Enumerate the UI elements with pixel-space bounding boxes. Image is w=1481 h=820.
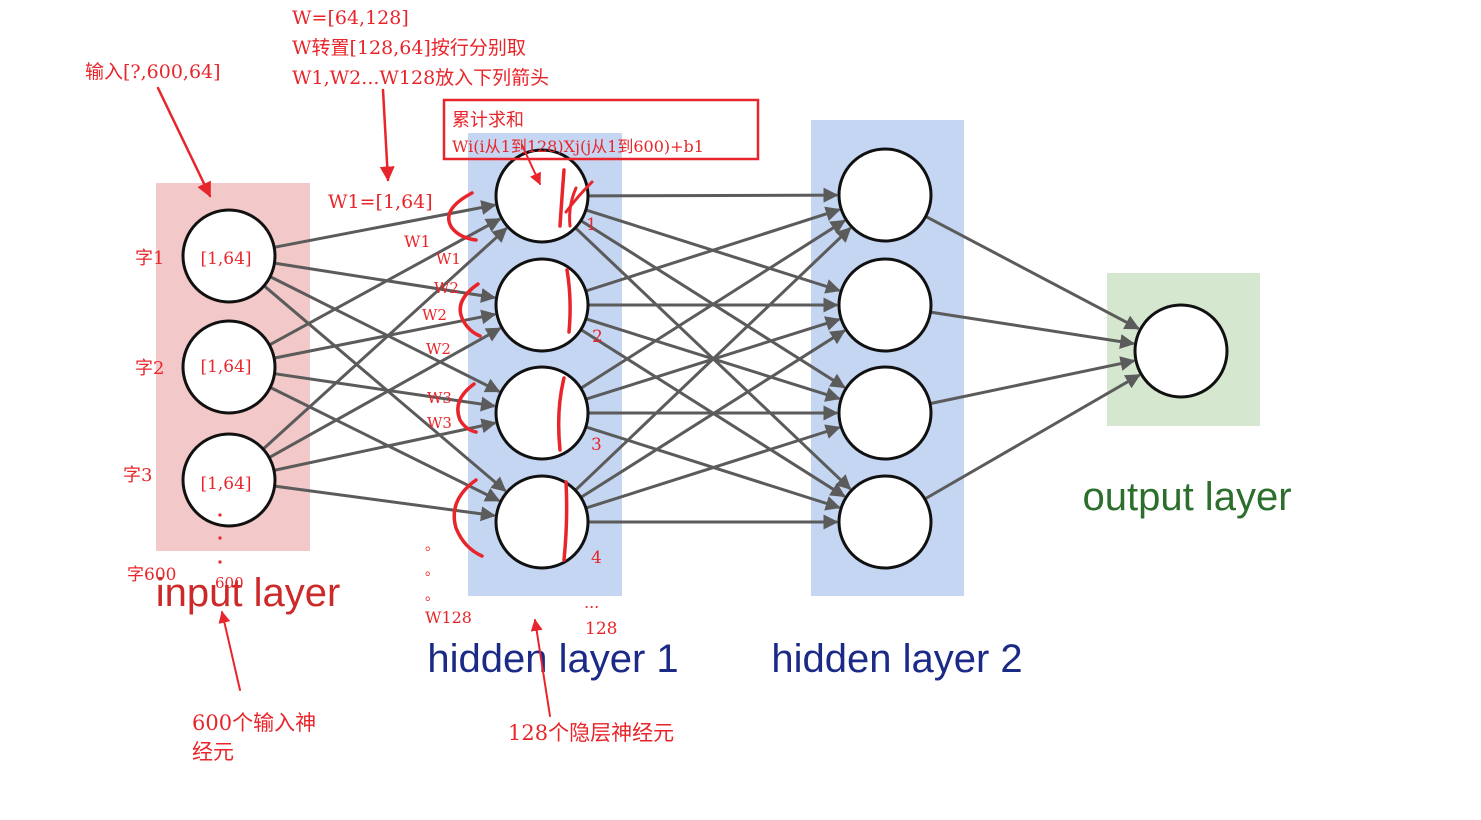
- connection-hidden1-3-to-hidden2-1: [579, 219, 846, 390]
- char-label-2: 字2: [135, 358, 164, 379]
- hidden2-neuron-3: [837, 365, 933, 461]
- connection-input-1-to-hidden1-4: [263, 284, 507, 493]
- hidden1-neuron-4: [494, 474, 590, 570]
- connection-input-2-to-hidden1-2: [273, 309, 497, 360]
- input-ellipsis-dots: [218, 513, 222, 564]
- sum-mark-1a: [558, 168, 566, 228]
- arrow-input-shape: [156, 86, 212, 198]
- input-count-600: 600: [215, 574, 244, 592]
- annotation-w-arrows: W1,W2...W128放入下列箭头: [292, 67, 549, 89]
- hidden2-neuron-2: [837, 257, 933, 353]
- annotation-w-shape: W=[64,128]: [292, 7, 409, 29]
- input-neuron-3: [181, 432, 277, 528]
- char-label-600: 字600: [127, 565, 176, 585]
- sum-mark-1c: [564, 180, 594, 214]
- arrow-sum: [521, 144, 541, 186]
- connection-input-2-to-hidden1-1: [268, 217, 502, 347]
- annotation-w1-shape: W1=[1,64]: [328, 191, 433, 213]
- char-label-3: 字3: [123, 465, 152, 486]
- arrow-input-neurons: [218, 610, 241, 691]
- connection-input-3-to-hidden1-4: [274, 484, 496, 522]
- input-neurons-note-line2: 经元: [192, 740, 234, 764]
- hidden1-neuron-3: [494, 365, 590, 461]
- hidden-layer-2-title: hidden layer 2: [771, 637, 1022, 681]
- hidden-count-128: 128: [585, 619, 617, 639]
- input-neuron-2: [181, 319, 277, 415]
- weight-label-w3-a: W3: [427, 389, 452, 407]
- annotation-w-transpose: W转置[128,64]按行分别取: [292, 37, 526, 59]
- connection-hidden2-3-to-output-1: [929, 356, 1136, 406]
- sum-formula: Wi(i从1到128)Xj(j从1到600)+b1: [452, 137, 704, 156]
- annotation-arrows: [156, 86, 551, 717]
- input-neurons-note-line1: 600个输入神: [192, 711, 316, 735]
- connection-hidden2-2-to-output-1: [930, 310, 1136, 349]
- weight-label-w1-a: W1: [404, 232, 431, 251]
- weight-label-w2-b: W2: [422, 306, 447, 324]
- arrow-hidden-neurons: [530, 618, 551, 717]
- input-neuron-1: [181, 208, 277, 304]
- connection-input-1-to-hidden1-1: [273, 200, 497, 249]
- hidden-node-number-4: 4: [591, 548, 602, 568]
- output-layer-title: output layer: [1082, 475, 1291, 519]
- connection-input-3-to-hidden1-2: [268, 327, 502, 459]
- neurons: [181, 147, 1229, 570]
- weight-label-w128: W128: [425, 608, 472, 627]
- sum-title: 累计求和: [452, 110, 524, 131]
- hidden-node-number-2: 2: [592, 327, 603, 347]
- bracket-w1: [447, 191, 478, 242]
- hidden-node-number-3: 3: [591, 435, 602, 455]
- weight-dot-3: 。: [425, 588, 439, 604]
- weight-label-w2-c: W2: [426, 340, 451, 358]
- sum-mark-4: [562, 480, 569, 562]
- sum-mark-2: [565, 268, 572, 334]
- weight-label-w1-b: W1: [436, 250, 461, 268]
- arrow-w-arrows: [379, 88, 395, 182]
- connection-hidden1-1-to-hidden2-1: [587, 187, 839, 203]
- connection-hidden1-2-to-hidden2-1: [585, 206, 841, 293]
- input-node-3-value: [1,64]: [200, 474, 251, 494]
- sum-mark-3: [556, 376, 566, 452]
- hidden-neurons-note: 128个隐层神经元: [508, 721, 674, 745]
- hidden-node-number-1: 1: [586, 215, 597, 235]
- hidden1-neuron-2: [494, 257, 590, 353]
- handdrawn-marks: [447, 168, 594, 562]
- connection-hidden1-4-to-hidden2-3: [585, 424, 841, 510]
- hidden2-neuron-1: [837, 147, 933, 243]
- weight-dot-1: 。: [425, 538, 439, 554]
- sum-annotation-box: [442, 98, 760, 161]
- annotation-input-shape: 输入[?,600,64]: [85, 61, 221, 83]
- output-neuron-1: [1133, 303, 1229, 399]
- connection-hidden1-4-to-hidden2-2: [580, 329, 846, 499]
- hidden-layer-1-title: hidden layer 1: [427, 637, 678, 681]
- bracket-w128: [452, 478, 484, 558]
- connection-input-3-to-hidden1-1: [262, 227, 508, 451]
- connection-hidden2-4-to-output-1: [924, 373, 1141, 501]
- input-node-1-value: [1,64]: [200, 249, 251, 269]
- connection-hidden2-1-to-output-1: [925, 215, 1140, 330]
- input-node-2-value: [1,64]: [200, 357, 251, 377]
- connection-arrows: [262, 187, 1141, 530]
- weight-label-w2-a: W2: [434, 279, 459, 297]
- input-layer-title: input layer: [156, 571, 341, 615]
- connection-hidden1-4-to-hidden2-1: [574, 227, 852, 492]
- connection-input-3-to-hidden1-3: [273, 418, 497, 472]
- bracket-w3: [456, 382, 478, 434]
- weight-label-w3-b: W3: [427, 414, 452, 432]
- bracket-w2: [458, 282, 482, 338]
- hidden2-neuron-4: [837, 474, 933, 570]
- hidden-ellipsis: ...: [584, 593, 599, 612]
- weight-dot-2: 。: [425, 563, 439, 579]
- char-label-1: 字1: [135, 248, 164, 269]
- connection-input-1-to-hidden1-3: [269, 275, 501, 393]
